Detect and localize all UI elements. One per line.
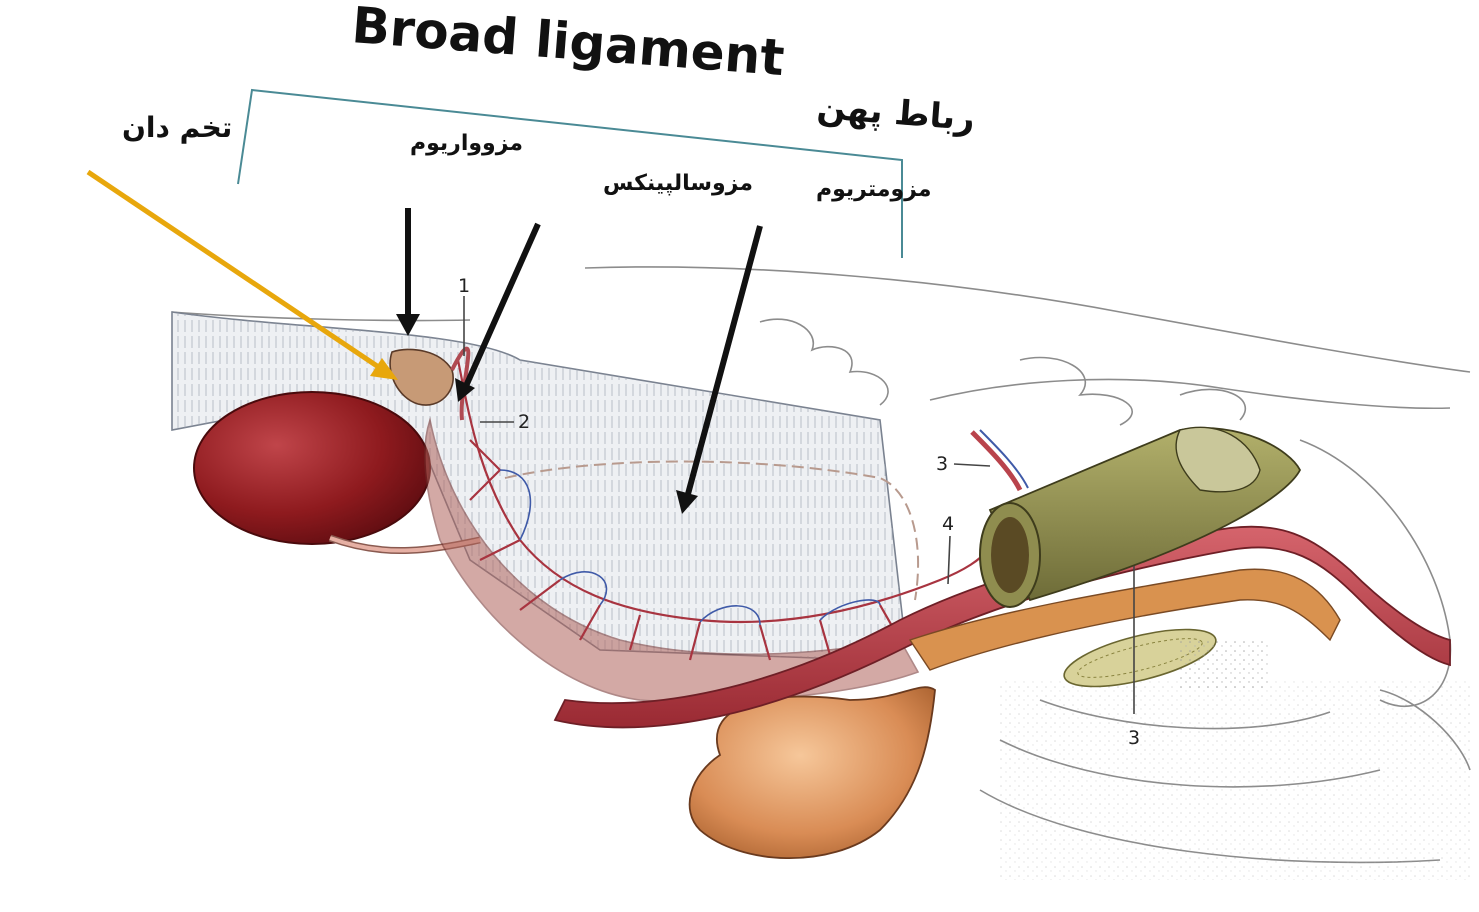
label-mesovarium: مزوواریوم xyxy=(410,131,523,156)
label-ovary: تخم دان xyxy=(122,111,232,144)
pelvic-stipple xyxy=(1180,640,1270,690)
mesovarium-arrow xyxy=(396,208,420,336)
callout-3a: 3 xyxy=(936,453,990,475)
title-persian: رباط پهن xyxy=(816,87,977,139)
rectal-vein xyxy=(980,430,1028,488)
callout-1-number: 1 xyxy=(458,275,470,297)
broad-ligament-bracket xyxy=(238,90,902,258)
callout-3a-number: 3 xyxy=(936,453,948,475)
callout-3b-number: 3 xyxy=(1128,727,1140,749)
callout-4: 4 xyxy=(942,513,954,584)
callout-4-number: 4 xyxy=(942,513,954,535)
pelvic-floor-shading xyxy=(1000,680,1470,880)
title-english: Broad ligament xyxy=(350,0,787,87)
kidney xyxy=(194,392,430,544)
callout-2-number: 2 xyxy=(518,411,530,433)
label-mesometrium: مزومتریوم xyxy=(816,177,931,202)
rectal-vessel xyxy=(972,432,1020,490)
label-mesosalpinx: مزوسالپینکس xyxy=(603,171,753,196)
